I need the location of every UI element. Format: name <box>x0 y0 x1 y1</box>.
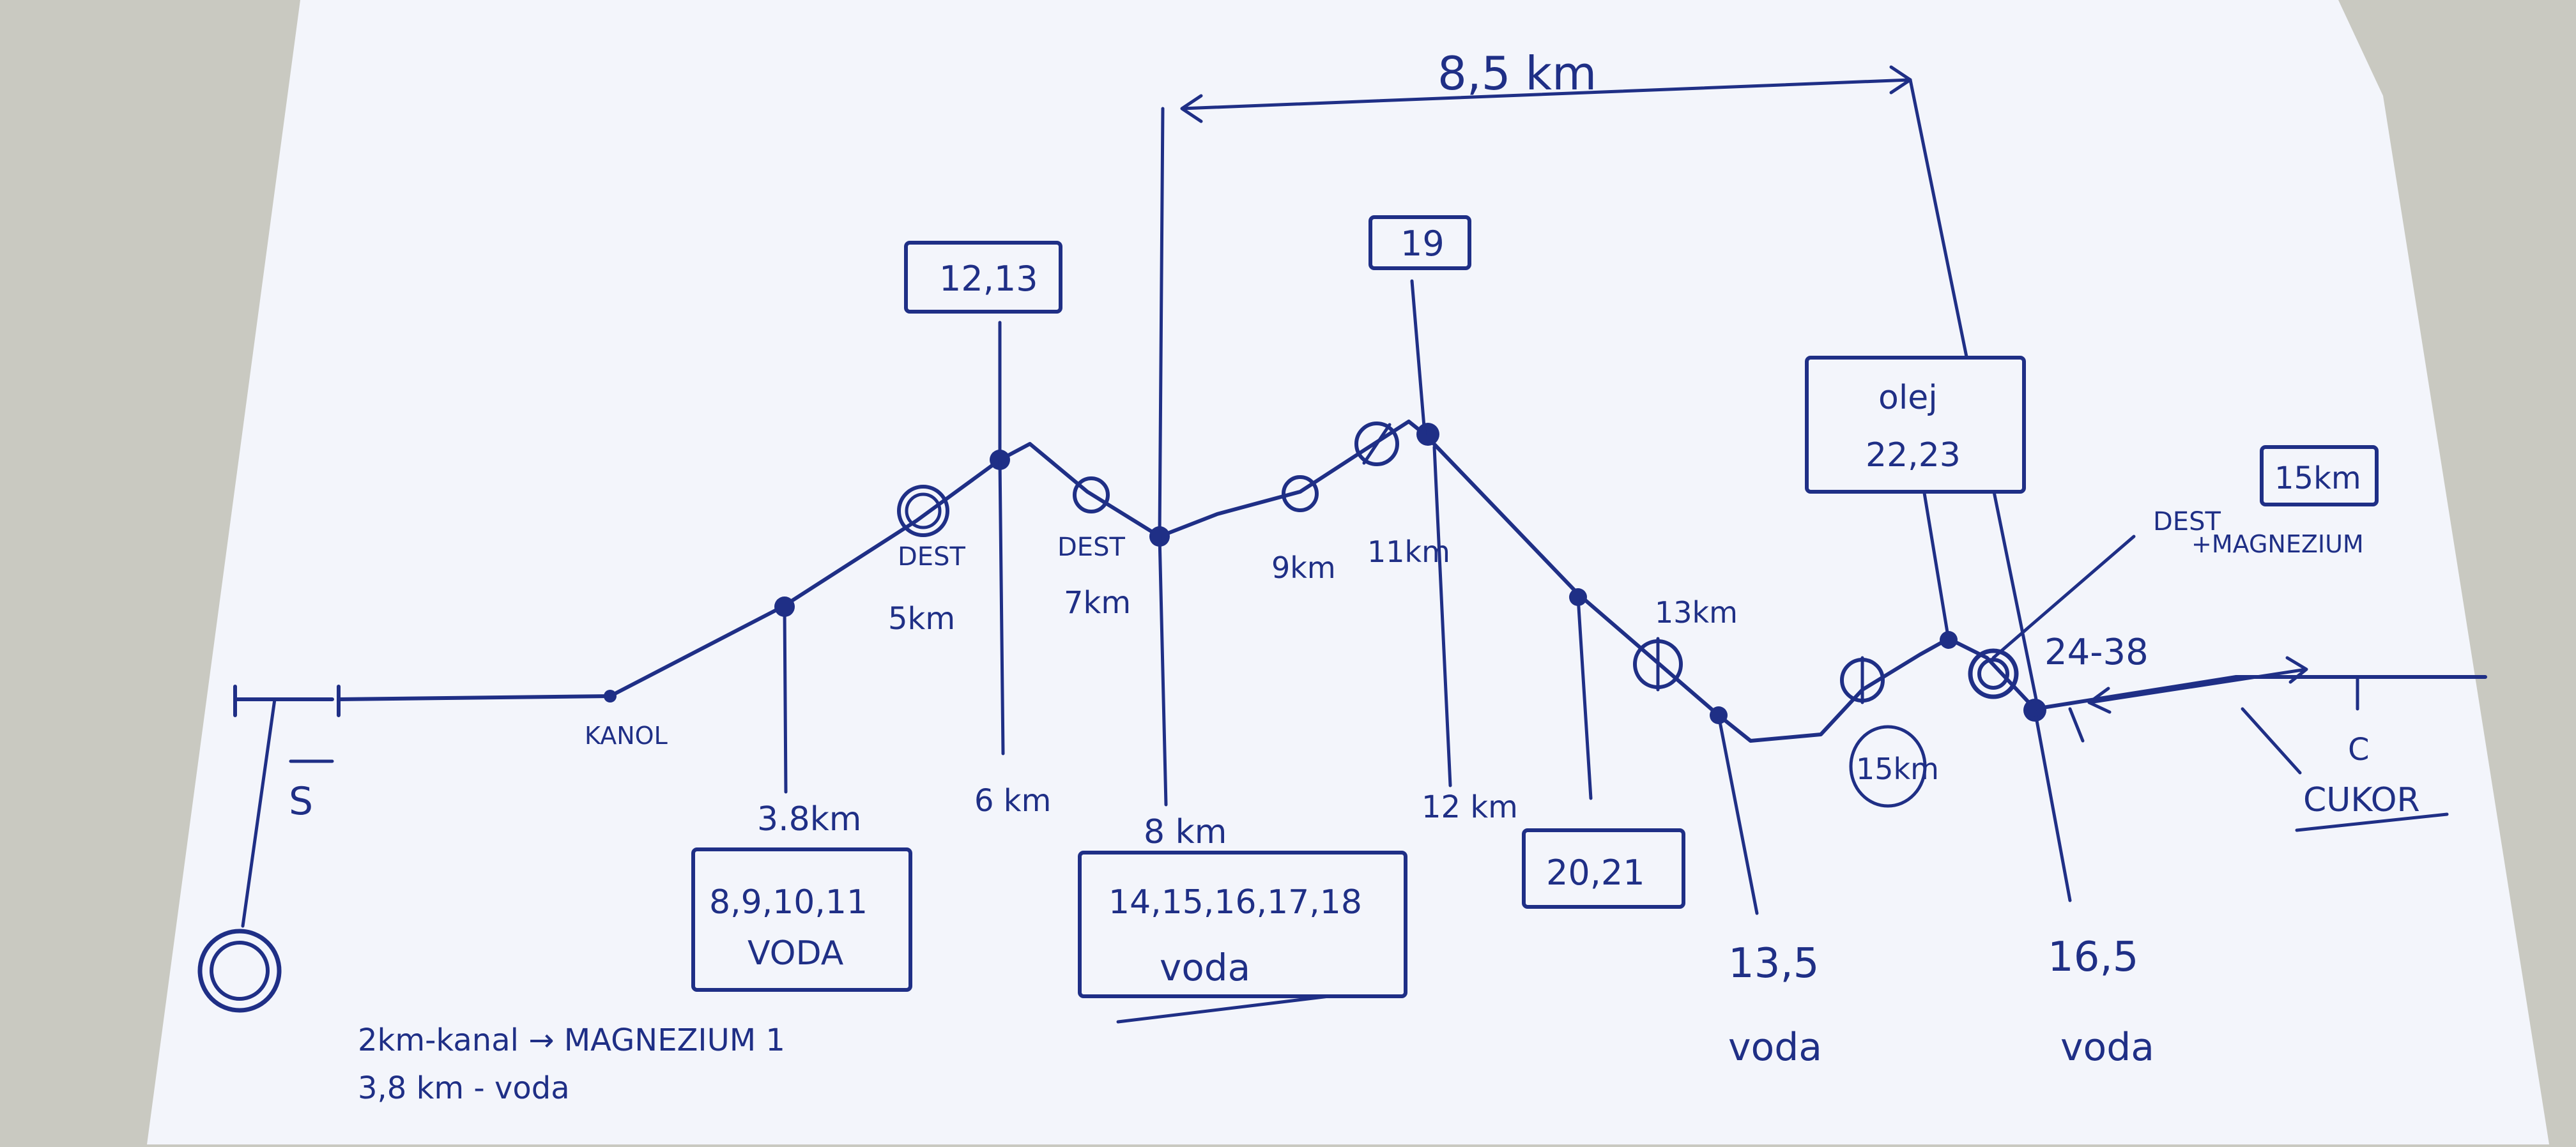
km8-label: 8 km <box>1144 813 1227 851</box>
kanal-label: KANOL <box>585 722 668 750</box>
leader-lines <box>783 279 2359 915</box>
km13-label: 13km <box>1655 595 1738 630</box>
note-line-2: 3,8 km - voda <box>358 1070 570 1106</box>
range-arrow: 24-38 <box>2044 632 2308 714</box>
box-8-9-10-11: 8,9,10,11 VODA <box>691 847 912 992</box>
voda135-label: voda <box>1728 1025 1822 1070</box>
km12-label: 12 km <box>1422 789 1518 825</box>
circle-15km-label: 15km <box>1856 752 1939 786</box>
box-19: 19 <box>1368 215 1471 270</box>
km6-label: 6 km <box>974 783 1051 819</box>
km135-label: 13,5 <box>1728 940 1820 987</box>
point-labels: KANOL 3.8km 6 km 8 km 12 km 13,5 16,5 vo… <box>585 507 2449 1070</box>
dest7-label: DEST <box>1057 533 1125 562</box>
start-marker: S <box>197 685 341 1013</box>
svg-text:voda: voda <box>1160 946 1250 989</box>
note-line-1: 2km-kanal → MAGNEZIUM 1 <box>358 1022 785 1058</box>
svg-text:8,9,10,11: 8,9,10,11 <box>709 883 868 922</box>
svg-text:15km: 15km <box>2274 460 2361 496</box>
point-12km <box>1416 423 1439 446</box>
point-kanal <box>604 690 617 703</box>
notes: 2km-kanal → MAGNEZIUM 1 3,8 km - voda <box>358 1022 785 1106</box>
svg-text:12,13: 12,13 <box>939 259 1038 299</box>
svg-text:olej: olej <box>1878 379 1938 417</box>
finish-label: C <box>2348 732 2370 768</box>
dest-mag2-label: +MAGNEZIUM <box>2191 530 2364 558</box>
box-olej-22-23: olej 22,23 <box>1805 356 2026 494</box>
waypoint-circles: 15km <box>897 422 2019 808</box>
km11-label: 11km <box>1367 535 1450 569</box>
box-14-18: 14,15,16,17,18 voda <box>1078 851 1407 1024</box>
box-12-13: 12,13 <box>904 241 1062 314</box>
dest5-label: DEST <box>898 542 965 572</box>
svg-text:19: 19 <box>1400 224 1445 264</box>
box-15km: 15km <box>2260 445 2379 506</box>
span-label: 8,5 km <box>1438 47 1597 100</box>
km38-label: 3.8km <box>757 800 861 839</box>
dest7km-label: 7km <box>1064 585 1131 621</box>
finish-sublabel: CUKOR <box>2303 781 2420 819</box>
start-label: S <box>289 779 313 824</box>
svg-text:20,21: 20,21 <box>1546 853 1645 893</box>
dest-mag-label: DEST <box>2153 507 2221 536</box>
svg-text:14,15,16,17,18: 14,15,16,17,18 <box>1108 883 1362 922</box>
svg-text:VODA: VODA <box>747 934 844 973</box>
svg-text:22,23: 22,23 <box>1866 436 1961 475</box>
box-20-21: 20,21 <box>1522 828 1685 909</box>
km9-label: 9km <box>1271 551 1336 585</box>
km165-label: 16,5 <box>2048 934 2139 981</box>
voda165-label: voda <box>2060 1025 2154 1070</box>
dest5km-label: 5km <box>888 601 955 637</box>
range-label: 24-38 <box>2044 632 2149 673</box>
